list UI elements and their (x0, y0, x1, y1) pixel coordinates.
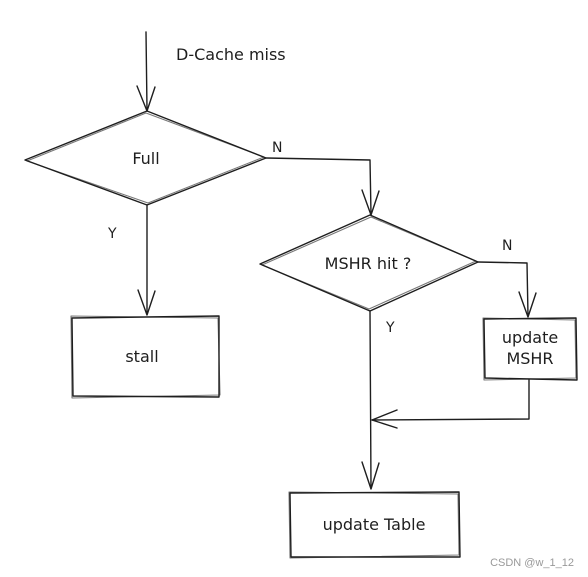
full-decision-label: Full (132, 149, 159, 168)
full-no-connector (265, 157, 380, 216)
update-mshr-label-line1: update (502, 328, 558, 347)
update-table-box (288, 491, 461, 559)
mshr-hit-label: MSHR hit ? (325, 254, 412, 273)
entry-arrow (136, 31, 156, 112)
watermark-text: CSDN @w_1_12 (490, 557, 574, 569)
mshr-no-connector (477, 261, 537, 318)
full-yes-label: Y (107, 226, 117, 242)
update-mshr-label-line2: MSHR (506, 349, 553, 368)
update-table-label: update Table (323, 515, 426, 534)
entry-label: D-Cache miss (176, 45, 286, 64)
full-no-label: N (272, 140, 282, 156)
update-mshr-box (482, 317, 578, 381)
stall-box (70, 315, 221, 399)
full-yes-connector (137, 204, 156, 316)
mshr-yes-connector (361, 310, 380, 490)
mshr-yes-label: Y (385, 320, 395, 336)
update-mshr-merge-connector (371, 379, 530, 429)
mshr-no-label: N (502, 238, 512, 254)
stall-label: stall (125, 347, 158, 366)
